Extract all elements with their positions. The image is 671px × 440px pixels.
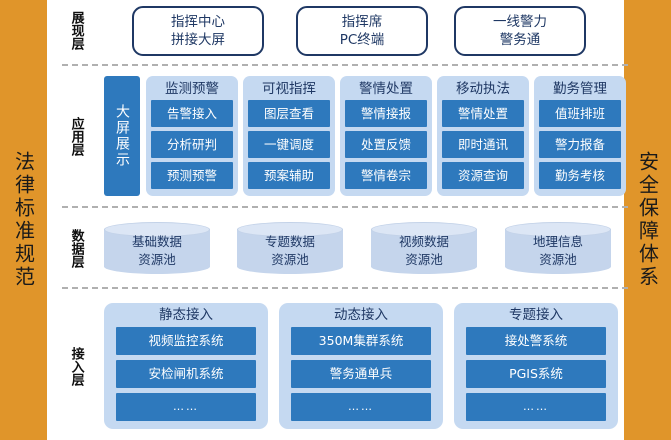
access-group-title: 动态接入 — [334, 307, 388, 323]
application-group-monitoring-warning: 监测预警 告警接入 分析研判 预测预警 — [146, 76, 238, 196]
data-pool-line2: 资源池 — [138, 252, 176, 268]
presentation-layer-row: 指挥中心 拼接大屏 指挥席 PC终端 一线警力 警务通 — [96, 6, 626, 56]
presentation-box-pc-terminal[interactable]: 指挥席 PC终端 — [296, 6, 428, 56]
application-item-duty-assessment[interactable]: 勤务考核 — [539, 162, 621, 189]
left-side-bar-label: 法律标准规范 — [11, 151, 36, 289]
layer-label-presentation: 展现层 — [62, 4, 90, 56]
application-item-alarm-report[interactable]: 警情接报 — [345, 100, 427, 127]
application-group-mobile-enforcement: 移动执法 警情处置 即时通讯 资源查询 — [437, 76, 529, 196]
right-side-bar-label: 安全保障体系 — [635, 151, 660, 289]
layer-label-presentation-text: 展现层 — [68, 10, 84, 50]
application-big-screen-label: 大屏展示 — [114, 104, 130, 168]
data-pool-basic-data-label: 基础数据 资源池 — [104, 233, 210, 269]
application-item-police-filing[interactable]: 警力报备 — [539, 131, 621, 158]
data-pool-line1: 视频数据 — [398, 234, 449, 249]
data-pool-basic-data[interactable]: 基础数据 资源池 — [104, 222, 210, 274]
layer-label-access: 接入层 — [62, 303, 90, 429]
separator-data-access — [62, 287, 628, 289]
data-pool-video-data[interactable]: 视频数据 资源池 — [371, 222, 477, 274]
data-pool-line2: 资源池 — [271, 252, 309, 268]
layer-label-access-text: 接入层 — [68, 346, 84, 386]
application-group-title: 移动执法 — [456, 81, 510, 97]
presentation-box-command-center-line2: 拼接大屏 — [171, 32, 225, 48]
application-group-visual-command: 可视指挥 图层查看 一键调度 预案辅助 — [243, 76, 335, 196]
application-item-alarm-access[interactable]: 告警接入 — [151, 100, 233, 127]
layer-label-application: 应用层 — [62, 76, 90, 196]
access-group-thematic-access: 专题接入 接处警系统 PGIS系统 …… — [454, 303, 618, 429]
data-pool-geographic-information[interactable]: 地理信息 资源池 — [505, 222, 611, 274]
access-group-dynamic-access: 动态接入 350M集群系统 警务通单兵 …… — [279, 303, 443, 429]
application-item-instant-messaging[interactable]: 即时通讯 — [442, 131, 524, 158]
cylinder-top — [505, 222, 611, 237]
presentation-box-pc-terminal-line2: PC终端 — [339, 32, 385, 48]
separator-presentation-application — [62, 64, 628, 66]
application-item-plan-assist[interactable]: 预案辅助 — [248, 162, 330, 189]
application-group-title: 警情处置 — [359, 81, 413, 97]
application-group-duty-management: 勤务管理 值班排班 警力报备 勤务考核 — [534, 76, 626, 196]
data-pool-line2: 资源池 — [405, 252, 443, 268]
data-pool-video-data-label: 视频数据 资源池 — [371, 233, 477, 269]
cylinder-top — [104, 222, 210, 237]
access-item-security-gate-system[interactable]: 安检闸机系统 — [116, 360, 256, 388]
cylinder-top — [237, 222, 343, 237]
presentation-box-frontline-police-line1: 一线警力 — [493, 13, 547, 30]
access-group-static-access: 静态接入 视频监控系统 安检闸机系统 …… — [104, 303, 268, 429]
presentation-box-frontline-police[interactable]: 一线警力 警务通 — [454, 6, 586, 56]
application-group-title: 勤务管理 — [553, 81, 607, 97]
application-group-title: 监测预警 — [165, 81, 219, 97]
layer-label-data: 数据层 — [62, 222, 90, 274]
data-pool-thematic-data[interactable]: 专题数据 资源池 — [237, 222, 343, 274]
data-pool-line1: 专题数据 — [264, 234, 315, 249]
presentation-box-pc-terminal-line1: 指挥席 — [341, 13, 383, 30]
access-item-more[interactable]: …… — [466, 393, 606, 421]
cylinder-top — [371, 222, 477, 237]
application-item-one-key-dispatch[interactable]: 一键调度 — [248, 131, 330, 158]
access-item-police-mobile-unit[interactable]: 警务通单兵 — [291, 360, 431, 388]
application-item-layer-view[interactable]: 图层查看 — [248, 100, 330, 127]
left-side-bar-legal-standards: 法律标准规范 — [0, 0, 47, 440]
application-big-screen-display[interactable]: 大屏展示 — [104, 76, 140, 196]
presentation-box-command-center-line1: 指挥中心 — [171, 13, 225, 30]
access-item-video-surveillance-system[interactable]: 视频监控系统 — [116, 327, 256, 355]
data-pool-line1: 地理信息 — [532, 234, 583, 249]
layer-label-application-text: 应用层 — [68, 116, 84, 156]
access-item-pgis-system[interactable]: PGIS系统 — [466, 360, 606, 388]
data-pool-line2: 资源池 — [539, 252, 577, 268]
presentation-box-frontline-police-line2: 警务通 — [499, 32, 541, 48]
application-item-predictive-warning[interactable]: 预测预警 — [151, 162, 233, 189]
application-group-title: 可视指挥 — [262, 81, 316, 97]
access-item-alarm-receiving-system[interactable]: 接处警系统 — [466, 327, 606, 355]
application-item-alarm-disposal[interactable]: 警情处置 — [442, 100, 524, 127]
access-group-title: 专题接入 — [509, 307, 563, 323]
application-item-handling-feedback[interactable]: 处置反馈 — [345, 131, 427, 158]
access-item-more[interactable]: …… — [116, 393, 256, 421]
presentation-box-command-center[interactable]: 指挥中心 拼接大屏 — [132, 6, 264, 56]
application-item-resource-query[interactable]: 资源查询 — [442, 162, 524, 189]
application-item-alarm-dossier[interactable]: 警情卷宗 — [345, 162, 427, 189]
layer-label-data-text: 数据层 — [68, 228, 84, 268]
right-side-bar-security-system: 安全保障体系 — [624, 0, 671, 440]
data-pool-line1: 基础数据 — [131, 234, 182, 249]
access-item-more[interactable]: …… — [291, 393, 431, 421]
application-group-alarm-handling: 警情处置 警情接报 处置反馈 警情卷宗 — [340, 76, 432, 196]
data-pool-thematic-data-label: 专题数据 资源池 — [237, 233, 343, 269]
data-pool-geographic-information-label: 地理信息 资源池 — [505, 233, 611, 269]
access-item-350m-cluster-system[interactable]: 350M集群系统 — [291, 327, 431, 355]
access-group-title: 静态接入 — [159, 307, 213, 323]
application-item-duty-scheduling[interactable]: 值班排班 — [539, 100, 621, 127]
separator-application-data — [62, 206, 628, 208]
application-item-analysis-judgment[interactable]: 分析研判 — [151, 131, 233, 158]
